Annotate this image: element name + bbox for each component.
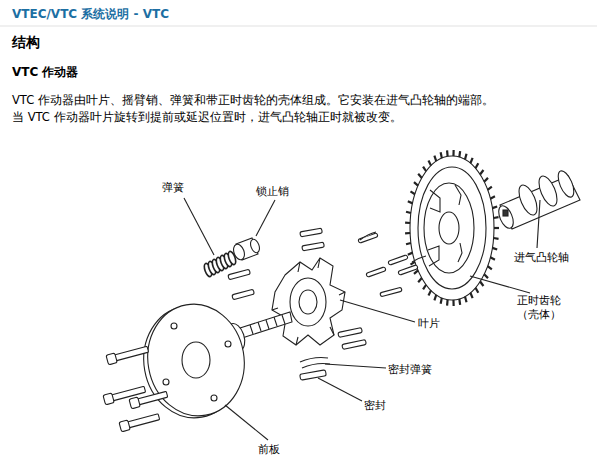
gear-tooth [470, 293, 472, 298]
part-label: 叶片 [418, 316, 440, 331]
gear-tooth [411, 262, 415, 265]
gear-tooth [429, 160, 432, 165]
gear-tooth [405, 232, 410, 235]
leader-lines [184, 198, 540, 440]
part-label: 正时齿轮 （壳体） [514, 294, 564, 323]
gear-tooth [480, 282, 483, 286]
part-label: 前板 [258, 442, 280, 457]
gear-tooth [411, 191, 415, 194]
part-label: 进气凸轮轴 [514, 250, 569, 265]
gear-tooth [434, 156, 436, 162]
gear-tooth [465, 154, 467, 160]
gear-tooth [484, 274, 488, 278]
front-plate [135, 297, 253, 426]
body-text: 当 VTC 作动器叶片旋转到提前或延迟位置时，进气凸轮轴正时就被改变。 [12, 110, 402, 125]
sub-heading: VTC 作动器 [12, 64, 78, 81]
gear-tooth [494, 227, 499, 229]
gear-tooth [452, 150, 454, 156]
gear-tooth [494, 216, 499, 219]
gear-tooth [475, 288, 478, 293]
gear-tooth [414, 182, 418, 186]
gear-tooth [405, 221, 410, 224]
gear-tooth [423, 167, 426, 172]
gear-tooth [480, 170, 483, 174]
gear-tooth [475, 163, 478, 168]
plate-bolts [103, 344, 168, 432]
gear-tooth [452, 300, 454, 306]
part-label: 密封弹簧 [388, 362, 432, 377]
gear-tooth [488, 187, 492, 190]
gear-tooth [465, 296, 467, 302]
section-heading: 结构 [12, 34, 40, 52]
gear-tooth [446, 150, 449, 156]
gear-tooth [490, 257, 495, 259]
gear-tooth [408, 253, 413, 255]
gear-tooth [492, 248, 497, 250]
gear-tooth [488, 266, 492, 269]
header-rule [0, 26, 597, 27]
page-title: VTEC/VTC 系统说明 - VTC [12, 6, 169, 23]
gear-tooth [406, 243, 411, 244]
gear-tooth [492, 207, 497, 209]
gear-tooth [441, 298, 442, 304]
gear-tooth [418, 174, 422, 178]
gear-tooth [490, 196, 495, 198]
lock-pin [232, 238, 262, 261]
loose-seals [228, 228, 426, 380]
gear-tooth [423, 285, 426, 290]
gear-tooth [484, 178, 488, 182]
part-label: 密封 [364, 398, 386, 413]
gear-tooth [429, 290, 432, 295]
gear-tooth [414, 270, 418, 274]
gear-tooth [418, 278, 422, 282]
timing-gear-housing [405, 150, 499, 306]
spring [203, 250, 237, 277]
gear-tooth [406, 212, 411, 213]
gear-tooth [470, 158, 472, 163]
gear-tooth [494, 237, 499, 240]
intake-camshaft [496, 169, 580, 231]
body-text: VTC 作动器由叶片、摇臂销、弹簧和带正时齿轮的壳体组成。它安装在进气凸轮轴的端… [12, 93, 494, 108]
part-label: 锁止销 [256, 184, 289, 199]
gear-tooth [458, 299, 461, 305]
gear-tooth [458, 151, 461, 157]
gear-tooth [434, 295, 436, 301]
gear-tooth [441, 152, 442, 158]
gear-tooth [446, 300, 449, 306]
gear-tooth [408, 201, 413, 203]
part-label: 弹簧 [162, 180, 184, 195]
vane-rotor [272, 258, 345, 345]
